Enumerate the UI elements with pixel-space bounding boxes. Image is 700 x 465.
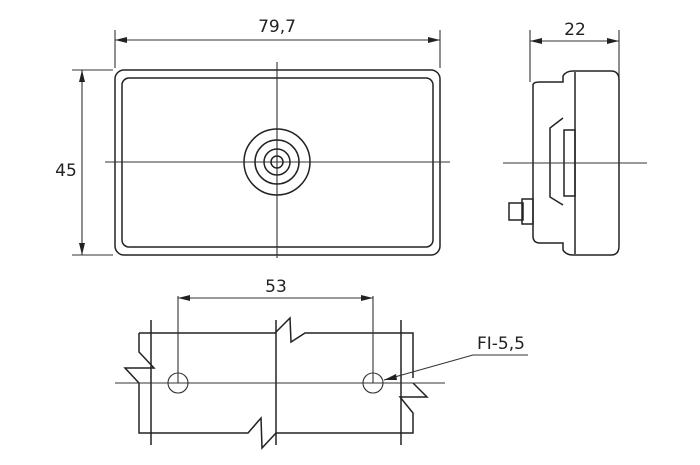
height-dimension-label: 45 — [55, 161, 77, 181]
connector-stud-tip — [508, 202, 524, 221]
plate-top-edge — [139, 316, 414, 378]
hole-diameter-leader — [383, 354, 528, 381]
lens-ring-middle — [254, 139, 300, 185]
hole-diameter-label: FI-5,5 — [477, 334, 525, 354]
mounting-hole-view: 53 FI-5,5 — [115, 277, 528, 450]
width-dimension-label: 79,7 — [258, 17, 296, 37]
plate-outline-broken — [123, 333, 429, 450]
front-view: 79,7 45 — [55, 17, 450, 258]
leader-arrow — [384, 374, 397, 380]
hole-spacing-label: 53 — [265, 277, 287, 297]
housing-outline — [532, 70, 620, 256]
depth-dimension-label: 22 — [564, 20, 586, 40]
lens-ring-outer — [243, 128, 311, 196]
lens-center — [270, 155, 284, 169]
lens-ring-inner — [263, 148, 291, 176]
side-view: 22 — [503, 20, 647, 256]
housing-step — [549, 117, 564, 206]
connector-stud-base — [521, 198, 534, 225]
